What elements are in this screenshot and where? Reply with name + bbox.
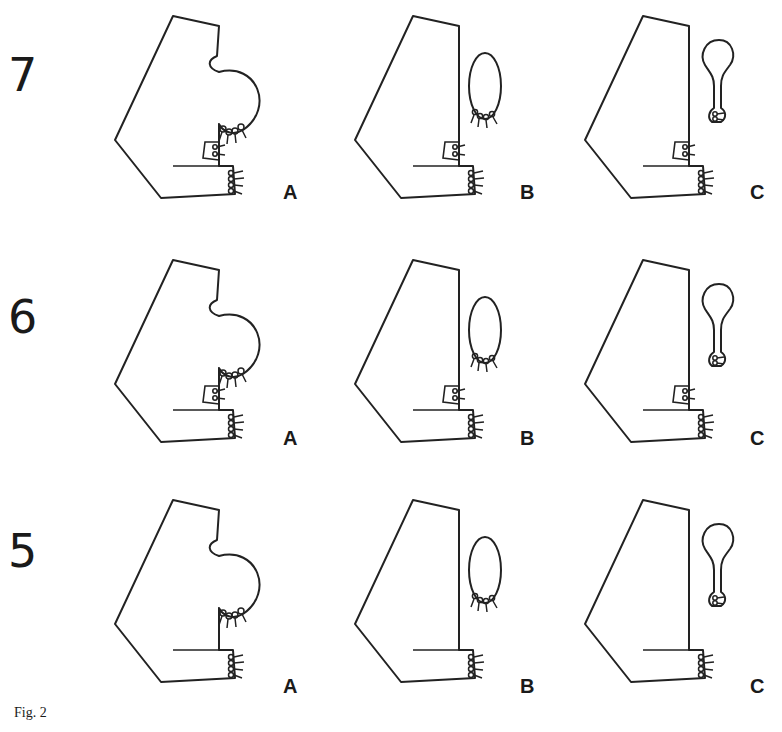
panel-letter: B	[520, 182, 534, 202]
row-5	[115, 500, 733, 682]
panel-letter: B	[520, 428, 534, 448]
panel-letter: A	[283, 428, 297, 448]
row-number: 5	[8, 528, 37, 574]
row-number: 7	[8, 52, 37, 98]
row-7	[115, 16, 733, 198]
panel-letter: C	[750, 676, 764, 696]
row-number: 6	[8, 294, 37, 340]
panel-letter: A	[283, 182, 297, 202]
row-6	[115, 260, 733, 442]
panel-letter: C	[750, 182, 764, 202]
figure-label: Fig. 2	[14, 706, 47, 720]
panel-letter: C	[750, 428, 764, 448]
panel-letter: A	[283, 676, 297, 696]
panel-letter: B	[520, 676, 534, 696]
